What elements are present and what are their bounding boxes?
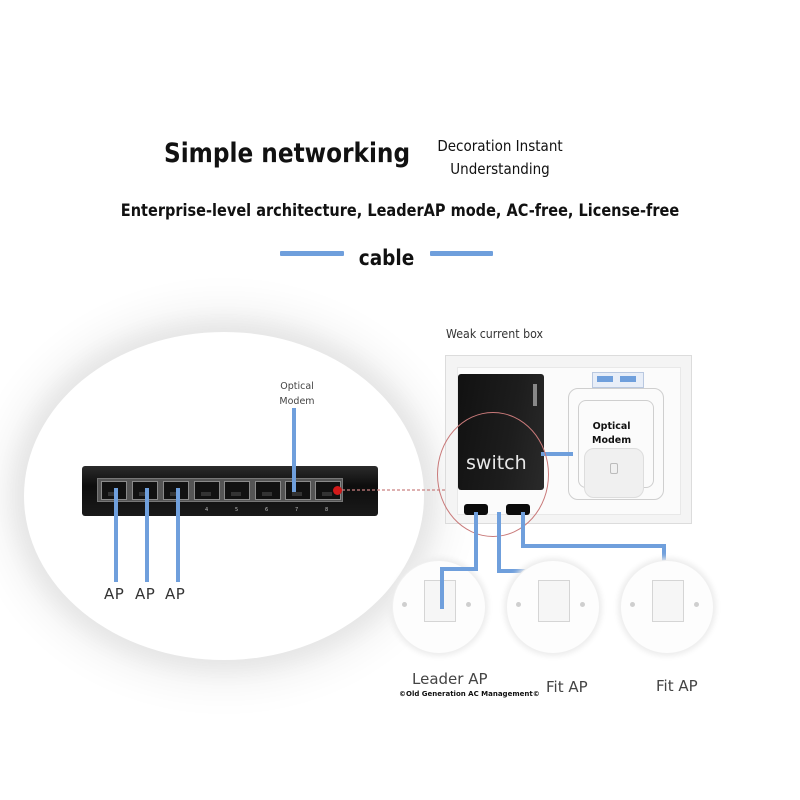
leader-ap-note: ©Old Generation AC Management© <box>399 690 540 698</box>
fiber-wire-loop <box>568 388 664 500</box>
cable-legend-line-left <box>280 251 344 256</box>
ap-label-1: AP <box>104 585 125 603</box>
title: Simple networking <box>164 138 411 169</box>
switch-port-5 <box>224 481 250 500</box>
ap-cable-1 <box>114 488 118 582</box>
fit-ap-cable-2-vertical <box>521 512 525 546</box>
leader-ap-screw-right <box>466 602 471 607</box>
fit-ap-1-bracket <box>538 580 570 622</box>
optical-modem-label-left-line-2: Modem <box>279 396 315 407</box>
fit-ap-cable-1-vertical <box>497 512 501 572</box>
optical-modem-device <box>584 448 644 498</box>
switch-port-7 <box>285 481 311 500</box>
ap-cable-3 <box>176 488 180 582</box>
ap-label-2: AP <box>135 585 156 603</box>
weak-current-box-label: Weak current box <box>446 327 544 341</box>
subtitle-line-2: Understanding <box>450 160 550 178</box>
switch-label: switch <box>466 452 527 474</box>
subtitle-line-1: Decoration Instant <box>437 137 563 155</box>
leader-ap-screw-left <box>402 602 407 607</box>
cable-legend-line-right <box>430 251 493 256</box>
zoom-connector <box>342 489 446 491</box>
leader-ap-cable-horizontal <box>440 567 478 571</box>
optical-modem-label-right-line-1: Optical <box>592 421 631 432</box>
fit-ap-1-screw-left <box>516 602 521 607</box>
optical-modem-cable <box>292 408 296 492</box>
port-number-6: 6 <box>265 507 269 513</box>
fit-ap-cable-2-horizontal <box>521 544 665 548</box>
tagline: Enterprise-level architecture, LeaderAP … <box>120 201 680 220</box>
fit-ap-2-screw-right <box>694 602 699 607</box>
port-number-5: 5 <box>235 507 239 513</box>
optical-modem-label-right-line-2: Modem <box>592 435 632 446</box>
leader-ap-cable-vertical <box>474 512 478 570</box>
switch-device-indicator <box>533 384 537 406</box>
fit-ap-2-label: Fit AP <box>656 677 698 695</box>
leader-ap-label: Leader AP <box>412 670 488 688</box>
lan-port-left <box>464 504 488 515</box>
leader-ap-cable-drop <box>440 569 444 609</box>
subtitle: Decoration Instant Understanding <box>437 135 563 181</box>
optical-modem-label-right: Optical Modem <box>592 420 631 448</box>
switch-highlight-circle <box>437 412 549 537</box>
port-number-8: 8 <box>325 507 329 513</box>
switch-port-4 <box>194 481 220 500</box>
optical-modem-label-left: Optical Modem <box>278 379 316 409</box>
fit-ap-2-screw-left <box>630 602 635 607</box>
modem-to-switch-cable <box>541 452 573 456</box>
switch-port-6 <box>255 481 281 500</box>
optical-modem-led <box>610 463 618 474</box>
port-number-4: 4 <box>205 507 209 513</box>
highlight-dot <box>333 486 342 495</box>
cable-legend-label: cable <box>358 246 415 270</box>
fit-ap-2-bracket <box>652 580 684 622</box>
ap-cable-2 <box>145 488 149 582</box>
ap-label-3: AP <box>165 585 186 603</box>
fit-ap-1-label: Fit AP <box>546 678 588 696</box>
optical-modem-label-left-line-1: Optical <box>280 381 314 392</box>
splitter-port-2 <box>620 376 636 382</box>
splitter-port-1 <box>597 376 613 382</box>
fit-ap-1-screw-right <box>580 602 585 607</box>
lan-port-right <box>506 504 530 515</box>
port-number-7: 7 <box>295 507 299 513</box>
